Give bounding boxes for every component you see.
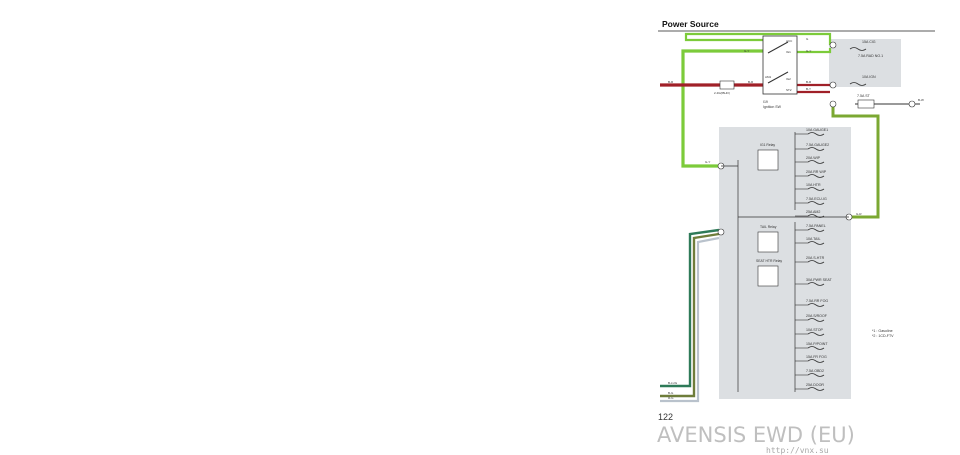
wire-dark-green-2 [660,232,720,398]
wire-label-ig1-in: G-Y [744,49,749,53]
jb-fuse-symbol [807,260,825,264]
jb-fuse-symbol [807,174,825,178]
fuse-rad-label: 7.5A RAD NO.1 [858,54,883,58]
fusible-link [719,80,735,90]
ignition-label: I19 [763,100,768,104]
wire-g-y-ig1 [797,48,832,54]
fuse-ign-label: 10A IGN [862,75,876,79]
jb-fuse-symbol [807,346,825,350]
term-st2: ST2 [786,88,792,92]
jb-fuse-label: 7.5A RR FOG [806,299,828,303]
wire-label-ig1: G-Y [806,49,811,53]
connector-jb-main [717,228,725,236]
jb-fuse-symbol [807,387,825,391]
connector-st [829,100,837,108]
jb-fuse-symbol [807,147,825,151]
term-ig2: IG2 [786,77,791,81]
wire-label-st2: B-Y [806,87,811,91]
fusible-link-label: 2.4G(IBHO) [714,91,730,95]
wire-label-am2: G-R [856,212,862,216]
watermark-url: http://vnx.su [766,446,829,455]
jb-fuse-label: 20A S/ROOF [806,314,828,318]
connector-ign [829,81,837,89]
relay-ig1-label: IG1 Relay [760,143,775,147]
jb-fuse-symbol [807,318,825,322]
note-1: *1 : Gasoline [872,329,893,333]
wire-g-r [831,105,880,219]
wire-g-y [681,49,763,168]
relay-seat-htr [757,265,779,287]
jb-fuse-label: 10A TAIL [806,237,820,241]
jb-fuse-label: 20A S-HTR [806,256,825,260]
jb-fuse-symbol [807,282,825,286]
page-number: 122 [658,412,673,422]
jb-fuse-label: 20A RR WIP [806,170,827,174]
watermark-title: AVENSIS EWD (EU) [657,423,855,447]
relay-tail [757,231,779,253]
relay-seat-htr-label: SEAT HTR Relay [756,259,782,263]
jb-fuse-label: 7.5A OBD2 [806,369,824,373]
jb-fuse-label: 7.5A ECU-IG [806,197,827,201]
page-title: Power Source [662,19,719,29]
jb-fuse-label: 25A DOOR [806,383,824,387]
wire-label-bottom3: R-G [668,396,674,400]
term-am1: AM1 [765,75,772,79]
fuse-st-box [857,99,875,109]
wire-dark-green-1 [660,228,720,388]
jb-fuse-symbol [807,160,825,164]
wire-label-ig2: B-R [806,80,812,84]
jb-fuse-label: 10A GAUGE1 [806,128,828,132]
jb-fuse-symbol [807,332,825,336]
jb-fuse-label: 7.5A PANEL [806,224,826,228]
ignition-switch [762,35,798,95]
jb-fuse-symbol [807,228,825,232]
jb-fuse-symbol [807,373,825,377]
ignition-contact-1 [767,41,789,54]
term-ig1: IG1 [786,50,791,54]
jb-fuse-symbol [807,187,825,191]
jb-fuse-label: 15A P/POINT [806,342,828,346]
fuse-cig-symbol [849,47,867,51]
wire-label-am1: B-R [748,80,754,84]
fuse-cig-label: 15A CIG [862,40,876,44]
wire-label-main: B-R [668,80,674,84]
wire-label-gy-jb: G-Y [705,160,710,164]
jb-fuse-symbol [807,201,825,205]
wire-gray [660,236,720,403]
relay-tail-label: TAIL Relay [760,225,777,229]
term-acc: ACC [786,39,793,43]
jb-fuse-symbol [807,303,825,307]
jb-fuse-label: 20A WIP [806,156,821,160]
wire-g [684,32,832,45]
jb-fuse-symbol [807,132,825,136]
jb-fuse-label: 15A FR FOG [806,355,827,359]
jb-fuse-label: 30A PWR SEAT [806,278,833,282]
fuse-ign-symbol [849,82,867,86]
jb-fuse-symbol [807,214,825,218]
ignition-name: Ignition SW [763,105,782,109]
wire-label-st: B-W [918,98,924,102]
wire-label-bottom1: B-LUG [668,381,678,385]
jb-fuse-label: 10A STOP [806,328,824,332]
jb-fuse-label: 10A HTR [806,183,821,187]
wire-label-bottom2: B-G [668,391,674,395]
connector-cig [829,41,837,49]
jb-fuse-symbol [807,241,825,245]
ignition-contact-2 [767,71,789,84]
jb-fuse-label: 7.5A GAUGE2 [806,143,829,147]
wire-label-acc: G [806,37,809,41]
junction-block-panel [719,127,851,399]
note-2: *2 : 1CD-FTV [872,334,894,338]
relay-ig1 [757,149,779,171]
upper-fuse-panel [829,39,901,87]
jb-fuse-list: 10A GAUGE1 7.5A GAUGE2 20A WIP 20A RR WIP 10… [795,128,833,391]
connector-st-out [908,100,916,108]
jb-fuse-label: 25A AM2 [806,210,820,214]
fuse-st-label: 7.5A ST [857,94,871,98]
jb-fuse-symbol [807,359,825,363]
